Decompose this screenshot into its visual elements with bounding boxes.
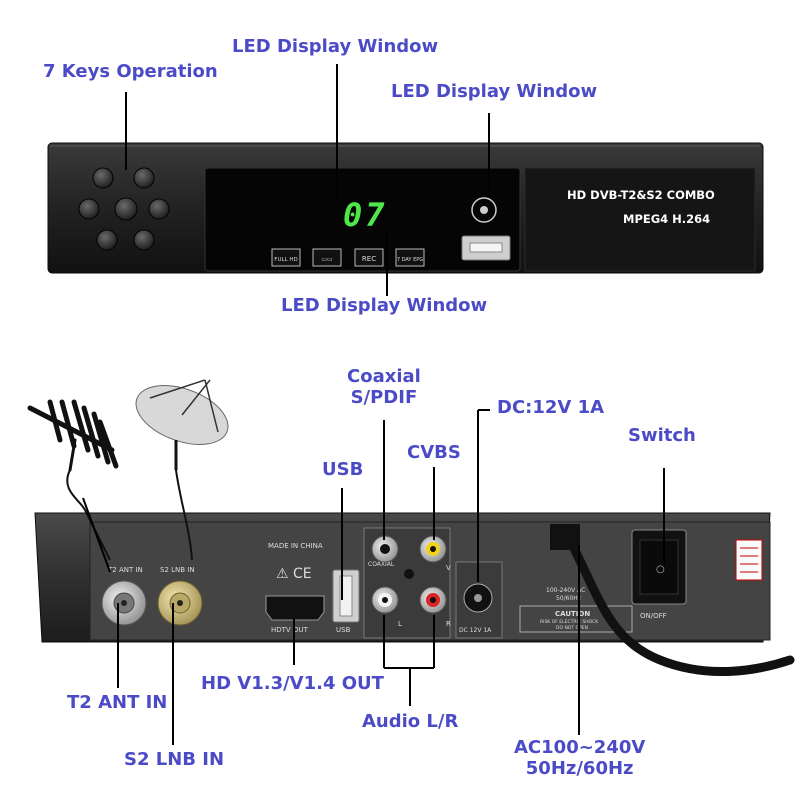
switch-i-o-icon: ○ [656,564,665,575]
label-t2-ant-in: T2 ANT IN [67,692,168,713]
badge-epg: 7 DAY EPG [397,257,423,263]
caution-line-2: DO NOT OPEN [556,625,588,631]
label-ac-line-1: AC100~240V [514,737,646,758]
coaxial-label: COAXIAL [368,561,395,568]
dc-label: DC 12V 1A [459,627,492,634]
label-coaxial-line-1: Coaxial [347,366,421,387]
label-coaxial-line-2: S/PDIF [350,386,418,408]
usb-label: USB [336,626,351,634]
key-button[interactable] [78,198,100,220]
rear-s2-label: S2 LNB IN [160,566,195,574]
key-button[interactable] [148,198,170,220]
feature-badges: FULL HD ▭▭ REC 7 DAY EPG [271,248,425,267]
hdmi-label: HDTV OUT [271,626,309,634]
label-dc: DC:12V 1A [497,397,605,418]
onoff-label: ON/OFF [640,612,667,620]
label-switch: Switch [628,425,696,446]
power-rating-2: 50/60Hz [556,595,581,602]
model-line-2: MPEG4 H.264 [623,212,710,226]
key-button[interactable] [133,167,155,189]
rear-t2-label: T2 ANT IN [107,566,143,574]
front-leader-lines [125,64,490,296]
front-panel: 07 FULL HD ▭▭ REC 7 DAY EPG HD DVB-T2&S2… [47,142,764,274]
terrestrial-antenna-icon [27,399,119,472]
video-v-label: V [446,564,451,572]
rear-leader-lines [82,409,665,745]
audio-l-label: L [398,620,402,628]
made-in-china: MADE IN CHINA [268,542,323,550]
label-7-keys-operation: 7 Keys Operation [43,61,218,82]
hdmi-port[interactable] [265,595,325,621]
satellite-dish-icon [135,379,229,470]
key-button[interactable] [133,229,155,251]
seven-keys [78,167,170,251]
label-coaxial-spdif: Coaxial S/PDIF [347,366,421,408]
label-led-display-top: LED Display Window [232,36,439,57]
power-cable [565,535,795,677]
caution-title: CAUTION [555,610,590,618]
display-window [204,167,521,272]
label-cvbs: CVBS [407,442,461,463]
caution-line-1: RISK OF ELECTRIC SHOCK [540,619,599,625]
rear-panel: T2 ANT IN S2 LNB IN MADE IN CHINA ⚠ CE H… [34,512,795,677]
key-button[interactable] [96,229,118,251]
key-button[interactable] [92,167,114,189]
ce-mark-icon: ⚠ CE [276,566,312,582]
label-hd-out: HD V1.3/V1.4 OUT [201,673,384,694]
warning-sticker [735,539,763,581]
badge-full-hd: FULL HD [274,257,297,263]
audio-r-label: R [446,620,451,628]
label-s2-lnb-in: S2 LNB IN [124,749,225,770]
label-ac-power: AC100~240V 50Hz/60Hz [514,737,646,779]
ir-sensor-icon [471,197,497,223]
badge-rec: REC [362,255,376,263]
label-audio-lr: Audio L/R [362,711,459,732]
label-usb: USB [322,459,364,480]
label-led-display-right: LED Display Window [391,81,598,102]
led-digits: 07 [343,196,388,234]
key-button[interactable] [114,197,138,221]
power-rating-1: 100-240V AC [546,587,585,594]
badge-icon: ▭▭ [321,256,332,263]
label-led-display-bottom: LED Display Window [281,295,488,316]
label-ac-line-2: 50Hz/60Hz [525,757,634,779]
model-line-1: HD DVB-T2&S2 COMBO [567,188,715,202]
